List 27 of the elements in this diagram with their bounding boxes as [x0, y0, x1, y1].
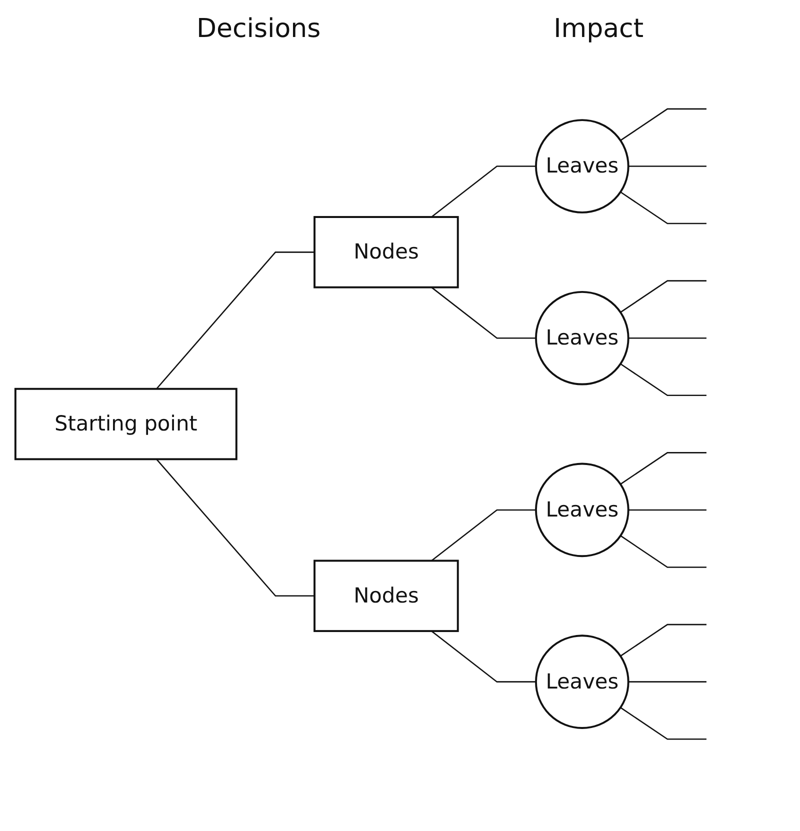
- node-circle: Leaves: [535, 119, 630, 214]
- column-heading: Decisions: [196, 14, 321, 44]
- connector: [620, 191, 706, 224]
- connector: [431, 630, 536, 682]
- node-circle: Leaves: [535, 462, 630, 558]
- connector: [620, 535, 706, 568]
- connector: [620, 363, 706, 396]
- connector: [156, 251, 315, 390]
- node-box: Nodes: [314, 216, 459, 288]
- connector: [620, 452, 706, 485]
- connector: [628, 166, 706, 167]
- connector: [628, 681, 706, 682]
- node-box: Starting point: [14, 388, 238, 460]
- connector: [431, 166, 536, 218]
- connector: [620, 707, 706, 740]
- node-box: Nodes: [314, 560, 459, 632]
- connector: [620, 280, 706, 313]
- connector: [431, 286, 536, 339]
- column-heading: Impact: [554, 14, 644, 44]
- connector: [628, 509, 706, 511]
- node-circle: Leaves: [535, 290, 630, 386]
- connector: [156, 458, 315, 597]
- connector: [620, 624, 706, 657]
- connector: [628, 337, 706, 339]
- node-circle: Leaves: [535, 634, 630, 729]
- connector: [431, 509, 536, 562]
- connector: [620, 108, 706, 141]
